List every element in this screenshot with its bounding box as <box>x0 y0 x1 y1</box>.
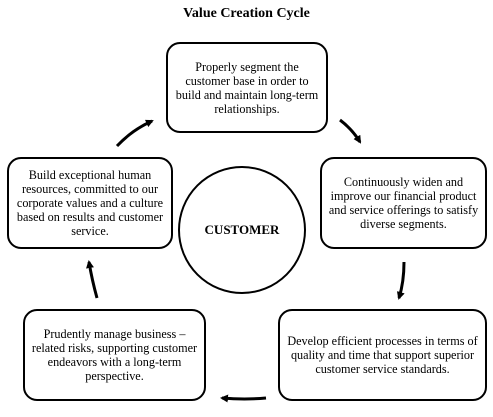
arrow-top-to-right <box>339 118 362 144</box>
step-text: Properly segment the customer base in or… <box>175 59 319 116</box>
step-box-segment-customers: Properly segment the customer base in or… <box>166 42 328 133</box>
arrow-bottom-right-to-bottom-left <box>220 394 267 403</box>
diagram-title: Value Creation Cycle <box>183 6 310 21</box>
step-text: Continuously widen and improve our finan… <box>328 175 479 231</box>
arrow-left-to-top <box>115 119 154 148</box>
step-box-human-resources: Build exceptional human resources, commi… <box>7 157 173 249</box>
step-text: Prudently manage business – related risk… <box>31 327 198 383</box>
customer-circle: CUSTOMER <box>178 166 306 294</box>
step-box-widen-offerings: Continuously widen and improve our finan… <box>320 157 487 249</box>
step-text: Develop efficient processes in terms of … <box>287 334 478 376</box>
center-label: CUSTOMER <box>204 222 280 237</box>
arrow-bottom-left-to-left <box>86 260 99 299</box>
step-box-manage-risks: Prudently manage business – related risk… <box>23 309 206 401</box>
arrow-right-to-bottom-right <box>396 261 406 300</box>
step-box-efficient-processes: Develop efficient processes in terms of … <box>278 309 487 401</box>
step-text: Build exceptional human resources, commi… <box>16 168 164 238</box>
